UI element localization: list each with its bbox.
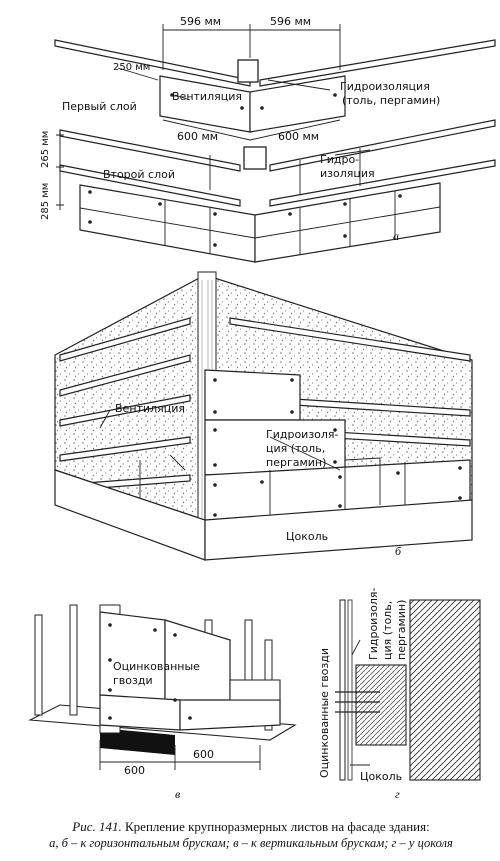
panel-letter-a: а [393,229,399,243]
panel-v: Оцинкованные гвозди 600 600 в [27,604,297,801]
sheet-section [339,599,346,781]
batten-upper-left [54,39,251,87]
label-waterproof-a2-1: Гидро- [320,153,359,166]
panel-letter-v: в [175,787,180,801]
dim-596-right: 596 мм [270,15,311,28]
dim-600-v-left: 600 [124,764,145,777]
figure-caption: Рис. 141. Крепление крупноразмерных лист… [6,818,496,852]
dim-250: 250 мм [113,62,150,73]
plinth-dark [100,728,175,755]
panel-b: Вентиляция Гидроизоля- ция (толь, пергам… [54,271,473,561]
sheet-first-right [249,75,346,133]
dim-596-left: 596 мм [180,15,221,28]
label-plinth-b: Цоколь [286,530,328,543]
panel-letter-b: б [395,544,402,558]
label-waterproof-a-2: (толь, пергамин) [342,94,440,107]
label-waterproof-b-2: ция (толь, [266,442,325,455]
dim-285: 285 мм [40,183,51,220]
corner-post-top [237,59,259,83]
corner-post-mid [243,146,267,170]
batten-third-right [269,159,496,207]
dim-600-right: 600 мм [278,130,319,143]
label-waterproof-g-2: ция (толь, [381,601,394,660]
label-waterproof-b-1: Гидроизоля- [266,428,339,441]
sheet-lower-left [79,184,256,263]
caption-line-1: Рис. 141. Крепление крупноразмерных лист… [6,818,496,835]
caption-prefix: Рис. 141. [72,819,122,834]
caption-title: Крепление крупноразмерных листов на фаса… [125,819,430,834]
wall-section [409,599,481,781]
label-ventilation-a: Вентиляция [172,90,242,103]
panel-g: Оцинкованные гвозди Гидроизоля- ция (тол… [318,587,481,801]
dim-600-v-right: 600 [193,748,214,761]
label-waterproof-g-1: Гидроизоля- [367,587,380,660]
sheet-first-left [159,75,251,133]
caption-legend: а, б – к горизонтальным брускам; в – к в… [49,836,453,850]
batten-second-right [269,119,496,172]
dim-265: 265 мм [40,131,51,168]
label-plinth-g: Цоколь [360,770,402,783]
batten-upper-right [259,39,496,87]
label-nails-g: Оцинкованные гвозди [318,648,331,778]
label-waterproof-g-3: пергамин) [395,600,408,660]
batten-section [355,664,407,746]
label-waterproof-b-3: пергамин) [266,456,326,469]
panel-a: 596 мм 596 мм 250 мм Вентиляция Первый с… [40,15,496,263]
label-waterproof-a2-2: изоляция [320,167,375,180]
label-waterproof-a-1: Гидроизоляция [340,80,430,93]
label-nails-v-2: гвозди [113,674,153,687]
label-nails-v-1: Оцинкованные [113,660,200,673]
panel-letter-g: г [395,787,400,801]
label-first-layer: Первый слой [62,100,137,113]
dim-600-left: 600 мм [177,130,218,143]
label-second-layer: Второй слой [103,168,175,181]
label-ventilation-b: Вентиляция [115,402,185,415]
